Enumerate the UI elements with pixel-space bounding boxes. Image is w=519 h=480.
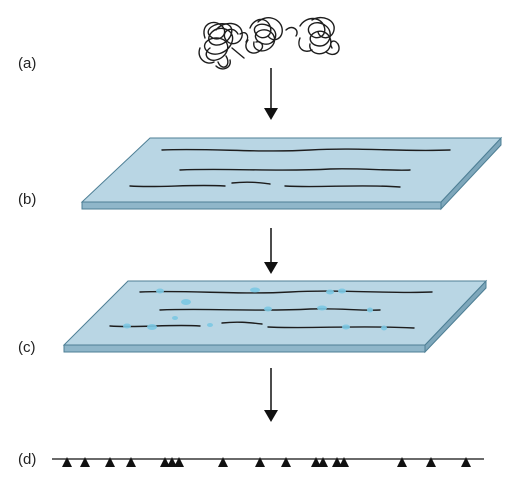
- slide-c: [62, 279, 488, 354]
- panel-label-d: (d): [18, 451, 37, 468]
- stretched-strands-b: [129, 148, 451, 188]
- panel-label-b: (b): [18, 191, 37, 208]
- panel-label-a: (a): [18, 55, 37, 72]
- tangled-dna-coils: [198, 16, 340, 70]
- arrow-c-to-d: [264, 368, 278, 422]
- arrow-b-to-c: [264, 228, 278, 274]
- fluorescent-markers-c: [123, 287, 387, 331]
- slide-b: [80, 136, 503, 211]
- marker-triangles-d: [62, 457, 471, 467]
- labelled-strands-c: [109, 290, 433, 329]
- panel-label-c: (c): [18, 339, 36, 356]
- arrow-a-to-b: [264, 68, 278, 120]
